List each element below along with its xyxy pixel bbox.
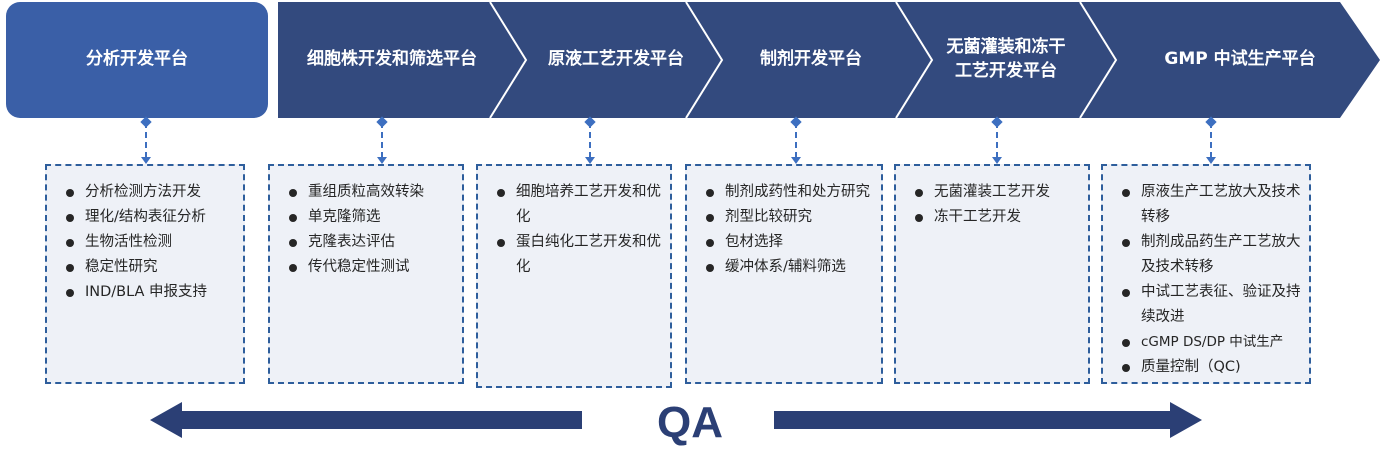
list-item: cGMP DS/DP 中试生产 <box>1119 330 1303 355</box>
stage-1-detail-box: 分析检测方法开发 理化/结构表征分析 生物活性检测 稳定性研究 IND/BLA … <box>45 164 245 384</box>
stage-5-chevron <box>896 2 1116 118</box>
stage-chevron-bar <box>6 1 1380 119</box>
qa-right-arrow <box>774 402 1202 438</box>
chevron-divider <box>895 1 934 119</box>
qa-left-arrow <box>150 402 582 438</box>
list-item: 原液生产工艺放大及技术转移 <box>1119 180 1303 230</box>
stage-3-chevron <box>490 2 722 118</box>
stage-5-title-line2: 工艺开发平台 <box>955 61 1057 81</box>
list-item: 蛋白纯化工艺开发和优化 <box>494 230 664 280</box>
qa-label: QA <box>657 398 723 447</box>
stage-2-detail-box: 重组质粒高效转染 单克隆筛选 克隆表达评估 传代稳定性测试 <box>268 164 464 384</box>
list-item: 包材选择 <box>703 230 875 255</box>
stage-5-title-line1: 无菌灌装和冻干 <box>946 37 1066 57</box>
list-item: 中试工艺表征、验证及持续改进 <box>1119 280 1303 330</box>
list-item: 质量控制（QC) <box>1119 355 1303 380</box>
stage-4-title: 制剂开发平台 <box>760 49 862 69</box>
chevron-divider <box>489 1 528 119</box>
list-item: 制剂成品药生产工艺放大及技术转移 <box>1119 230 1303 280</box>
stage-2-title: 细胞株开发和筛选平台 <box>307 49 477 69</box>
chevron-divider <box>1079 1 1118 119</box>
list-item: 缓冲体系/辅料筛选 <box>703 255 875 280</box>
stage-3-title: 原液工艺开发平台 <box>548 49 684 69</box>
list-item: 无菌灌装工艺开发 <box>912 180 1082 205</box>
connector-6 <box>1205 116 1217 164</box>
connector-1 <box>140 116 152 164</box>
list-item: 克隆表达评估 <box>286 230 456 255</box>
list-item: IND/BLA 申报支持 <box>63 280 237 305</box>
list-item: 理化/结构表征分析 <box>63 205 237 230</box>
list-item: 细胞培养工艺开发和优化 <box>494 180 664 230</box>
connector-5 <box>991 116 1003 164</box>
stage-1-title: 分析开发平台 <box>86 49 188 69</box>
list-item: 重组质粒高效转染 <box>286 180 456 205</box>
list-item: 传代稳定性测试 <box>286 255 456 280</box>
list-item: 单克隆筛选 <box>286 205 456 230</box>
connector-4 <box>790 116 802 164</box>
stage-6-detail-box: 原液生产工艺放大及技术转移 制剂成品药生产工艺放大及技术转移 中试工艺表征、验证… <box>1101 164 1311 384</box>
stage-4-detail-box: 制剂成药性和处方研究 剂型比较研究 包材选择 缓冲体系/辅料筛选 <box>685 164 883 384</box>
connector-2 <box>376 116 388 164</box>
stage-5-detail-box: 无菌灌装工艺开发 冻干工艺开发 <box>894 164 1090 384</box>
stage-6-chevron <box>1080 2 1380 118</box>
list-item: 生物活性检测 <box>63 230 237 255</box>
list-item: 稳定性研究 <box>63 255 237 280</box>
stage-2-chevron <box>278 2 526 118</box>
list-item: 剂型比较研究 <box>703 205 875 230</box>
connector-3 <box>584 116 596 164</box>
chevron-divider <box>685 1 724 119</box>
stage-3-detail-box: 细胞培养工艺开发和优化 蛋白纯化工艺开发和优化 <box>476 164 672 388</box>
stage-6-title: GMP 中试生产平台 <box>1164 49 1316 69</box>
list-item: 制剂成药性和处方研究 <box>703 180 875 205</box>
stage-5-title: 无菌灌装和冻干 工艺开发平台 <box>922 0 1090 118</box>
list-item: 冻干工艺开发 <box>912 205 1082 230</box>
list-item: 分析检测方法开发 <box>63 180 237 205</box>
stage-1-header-shape <box>6 2 268 118</box>
stage-4-chevron <box>686 2 932 118</box>
